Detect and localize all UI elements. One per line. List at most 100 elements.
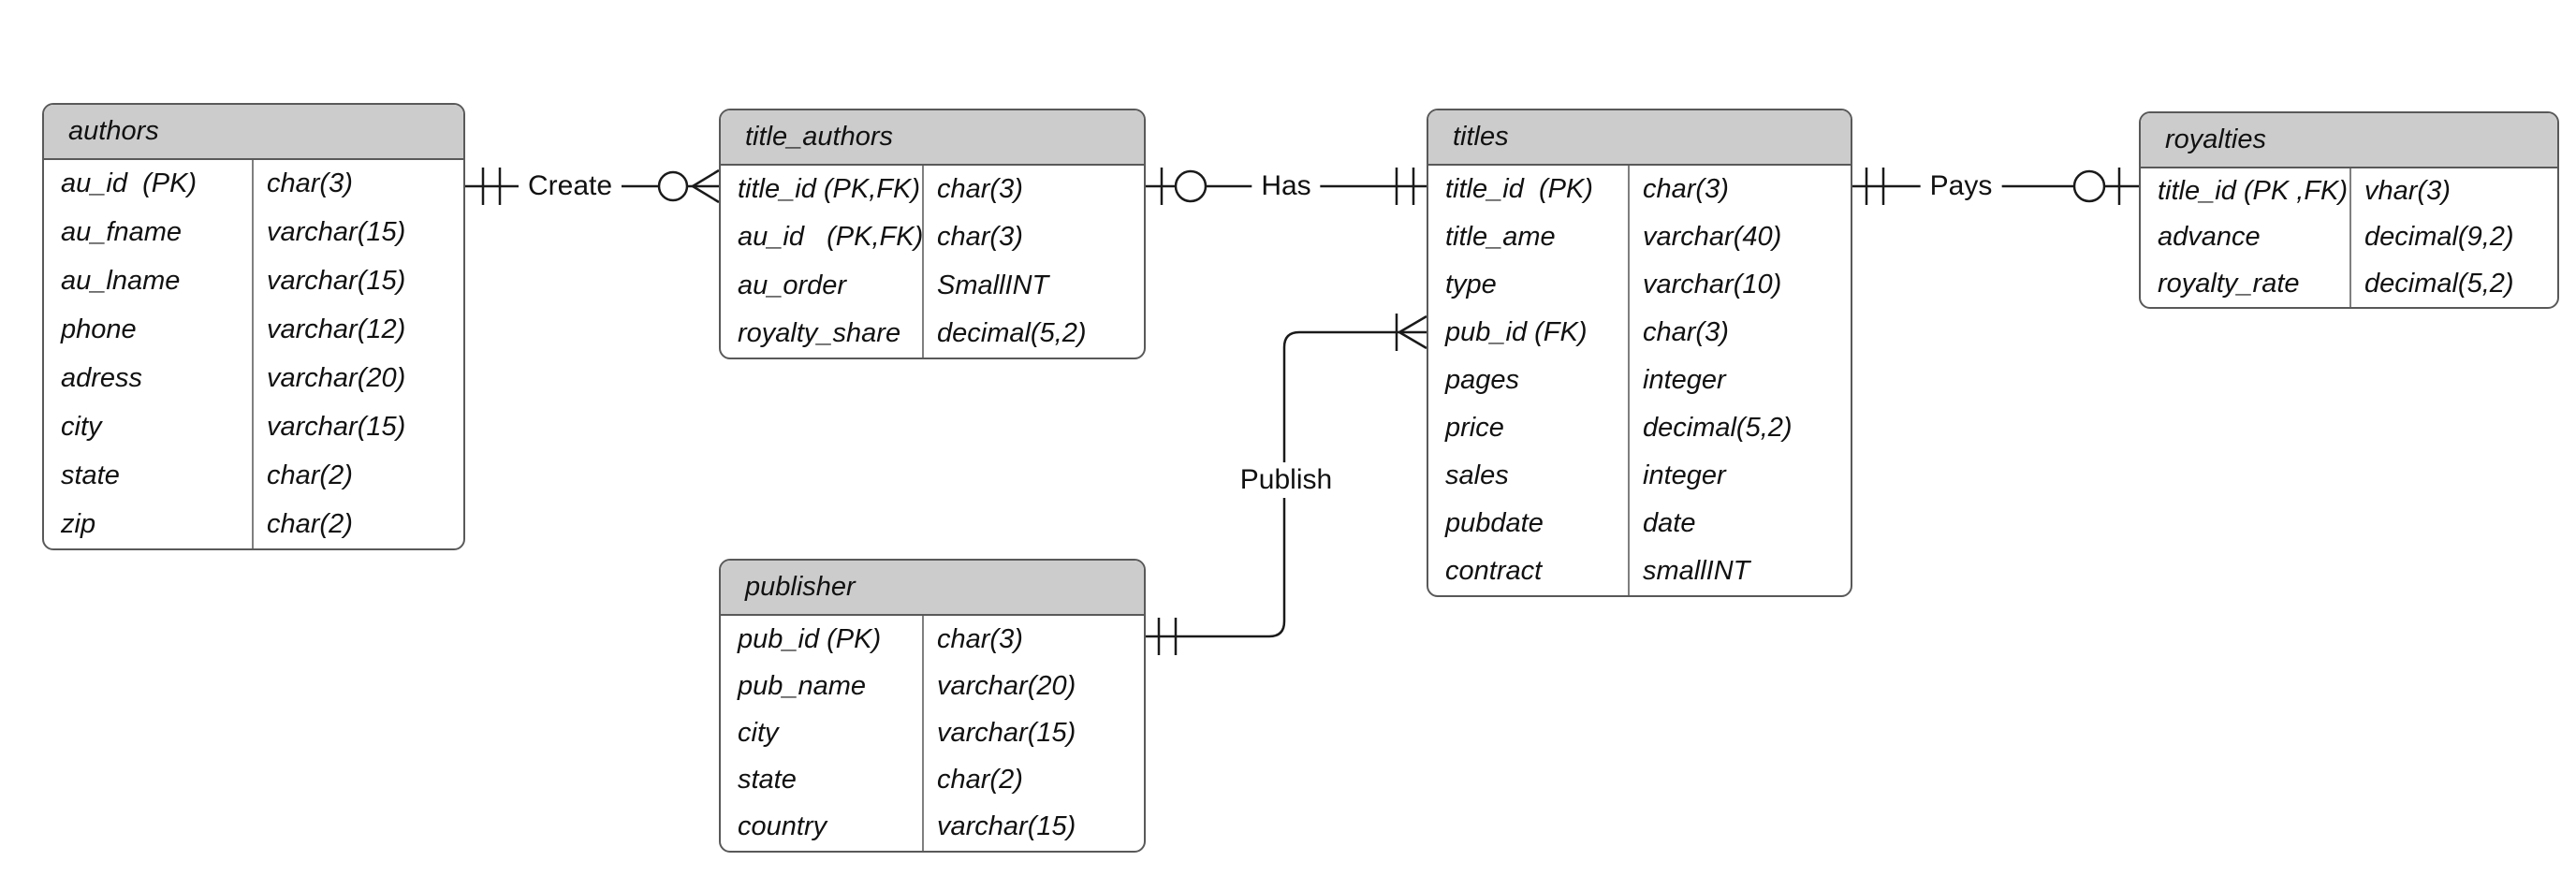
entity-royalties[interactable]: royalties title_id (PK ,FK)vhar(3) advance… [2139,111,2559,309]
attribute-name: type [1445,270,1497,299]
attribute-row: title_id (PK ,FK)vhar(3) [2141,168,2557,214]
attribute-type: decimal(9,2) [2364,222,2514,253]
attribute-name: au_id (PK,FK) [738,222,922,253]
relationship-label-pays[interactable]: Pays [1920,168,2002,204]
attribute-name: pub_id (PK) [738,623,882,654]
attribute-type: varchar(40) [1643,222,1782,252]
attribute-type: decimal(5,2) [2364,268,2514,299]
attribute-row: phone varchar(12) [44,306,463,355]
attribute-name: city [738,718,779,748]
attribute-name: price [1445,413,1504,443]
create-crows-foot-many-icon [692,168,720,204]
attribute-row: title_ame varchar(40) [1428,213,1851,261]
attribute-name: au_fname [61,217,182,248]
attribute-row: royalty_rate decimal(5,2) [2141,261,2557,307]
attribute-type: varchar(12) [267,314,406,345]
attribute-type: smallINT [1643,556,1750,586]
attribute-type: char(3) [1643,174,1729,204]
entity-royalties-title: royalties [2165,124,2266,154]
entity-titles-title: titles [1453,122,1509,152]
entity-authors[interactable]: authors au_id (PK) char(3) au_fname varchar(… [42,103,465,550]
attribute-row: contract smallINT [1428,548,1851,595]
attribute-name: advance [2158,222,2261,253]
attribute-type: varchar(10) [1643,270,1782,299]
attribute-row: pages integer [1428,357,1851,404]
pays-one-and-only-one-bars-icon [1865,168,1885,205]
attribute-row: au_id (PK) char(3) [44,160,463,209]
entity-publisher-header: publisher [721,561,1144,616]
attribute-name: au_order [738,270,847,300]
column-divider [922,166,924,358]
attribute-type: varchar(15) [267,411,406,442]
attribute-name: contract [1445,556,1543,586]
attribute-row: pub_id (FK)char(3) [1428,309,1851,357]
attribute-row: au_fname varchar(15) [44,209,463,257]
entity-authors-title: authors [68,116,159,146]
attribute-name: country [738,811,827,842]
attribute-type: integer [1643,365,1726,395]
attribute-type: date [1643,508,1696,538]
attribute-type: char(2) [937,765,1023,796]
attribute-row: state char(2) [721,757,1144,804]
has-zero-circle-icon [1174,169,1208,203]
column-divider [2349,168,2351,307]
attribute-row: au_lname varchar(15) [44,257,463,306]
attribute-name: pubdate [1445,508,1544,538]
entity-authors-header: authors [44,105,463,160]
attribute-type: varchar(20) [267,362,406,393]
attribute-type: decimal(5,2) [937,317,1087,348]
attribute-type: varchar(20) [937,670,1076,701]
attribute-name: pub_id (FK) [1445,317,1588,347]
attribute-type: varchar(15) [267,217,406,248]
attribute-name: royalty_rate [2158,268,2300,299]
entity-publisher-attribute-list: pub_id (PK) char(3) pub_name varchar(20) cit… [721,616,1144,851]
pays-zero-circle-icon [2072,169,2106,203]
create-zero-circle-icon [657,170,689,202]
attribute-type: char(3) [937,174,1023,205]
attribute-type: varchar(15) [267,266,406,297]
relationship-label-has[interactable]: Has [1251,168,1321,204]
attribute-name: pages [1445,365,1520,395]
attribute-name: title_ame [1445,222,1556,252]
entity-title-authors-title: title_authors [745,122,893,152]
entity-royalties-header: royalties [2141,113,2557,168]
attribute-row: pub_name varchar(20) [721,663,1144,709]
attribute-name: royalty_share [738,317,901,348]
attribute-name: state [61,460,120,490]
publish-one-and-only-one-bars-icon [1157,618,1178,655]
entity-publisher-title: publisher [745,572,856,602]
column-divider [1628,166,1630,595]
attribute-row: pubdate date [1428,500,1851,548]
attribute-name: sales [1445,460,1509,490]
entity-title-authors-header: title_authors [721,110,1144,166]
attribute-row: title_id (PK)char(3) [1428,166,1851,213]
relationship-label-create[interactable]: Create [518,168,622,204]
attribute-type: char(2) [267,508,353,539]
attribute-row: royalty_share decimal(5,2) [721,310,1144,358]
has-one-and-only-one-bars-icon [1395,168,1415,205]
attribute-type: varchar(15) [937,718,1076,748]
relationship-label-publish[interactable]: Publish [1230,462,1342,498]
publish-crows-foot-many-icon [1398,314,1427,350]
attribute-name: au_lname [61,266,181,297]
attribute-name: state [738,765,797,796]
attribute-name: au_id (PK) [61,168,198,199]
attribute-type: varchar(15) [937,811,1076,842]
attribute-type: decimal(5,2) [1643,413,1793,443]
attribute-name: pub_name [738,670,867,701]
attribute-type: char(3) [937,623,1023,654]
attribute-name: phone [61,314,137,345]
attribute-type: char(3) [267,168,353,199]
entity-title-authors-attribute-list: title_id (PK,FK)char(3)au_id (PK,FK)char… [721,166,1144,358]
column-divider [922,616,924,851]
